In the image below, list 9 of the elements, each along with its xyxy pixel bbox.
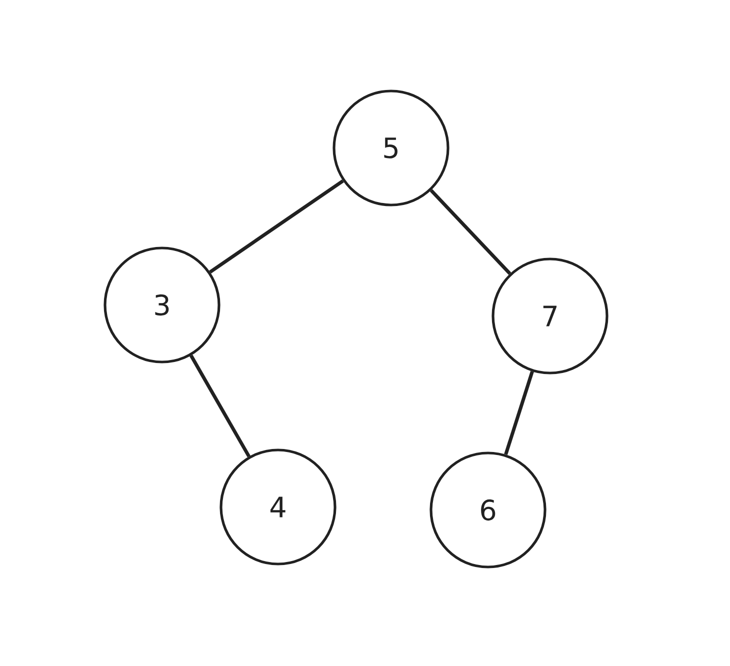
circle-node: 3 [104,246,220,364]
circle-node: 4 [220,448,336,566]
circle-node: 6 [430,452,546,568]
line [504,371,534,455]
line [209,180,344,274]
line [190,354,250,458]
line [430,189,512,275]
circle-node: 5 [332,90,450,206]
circle-node: 7 [492,258,608,374]
